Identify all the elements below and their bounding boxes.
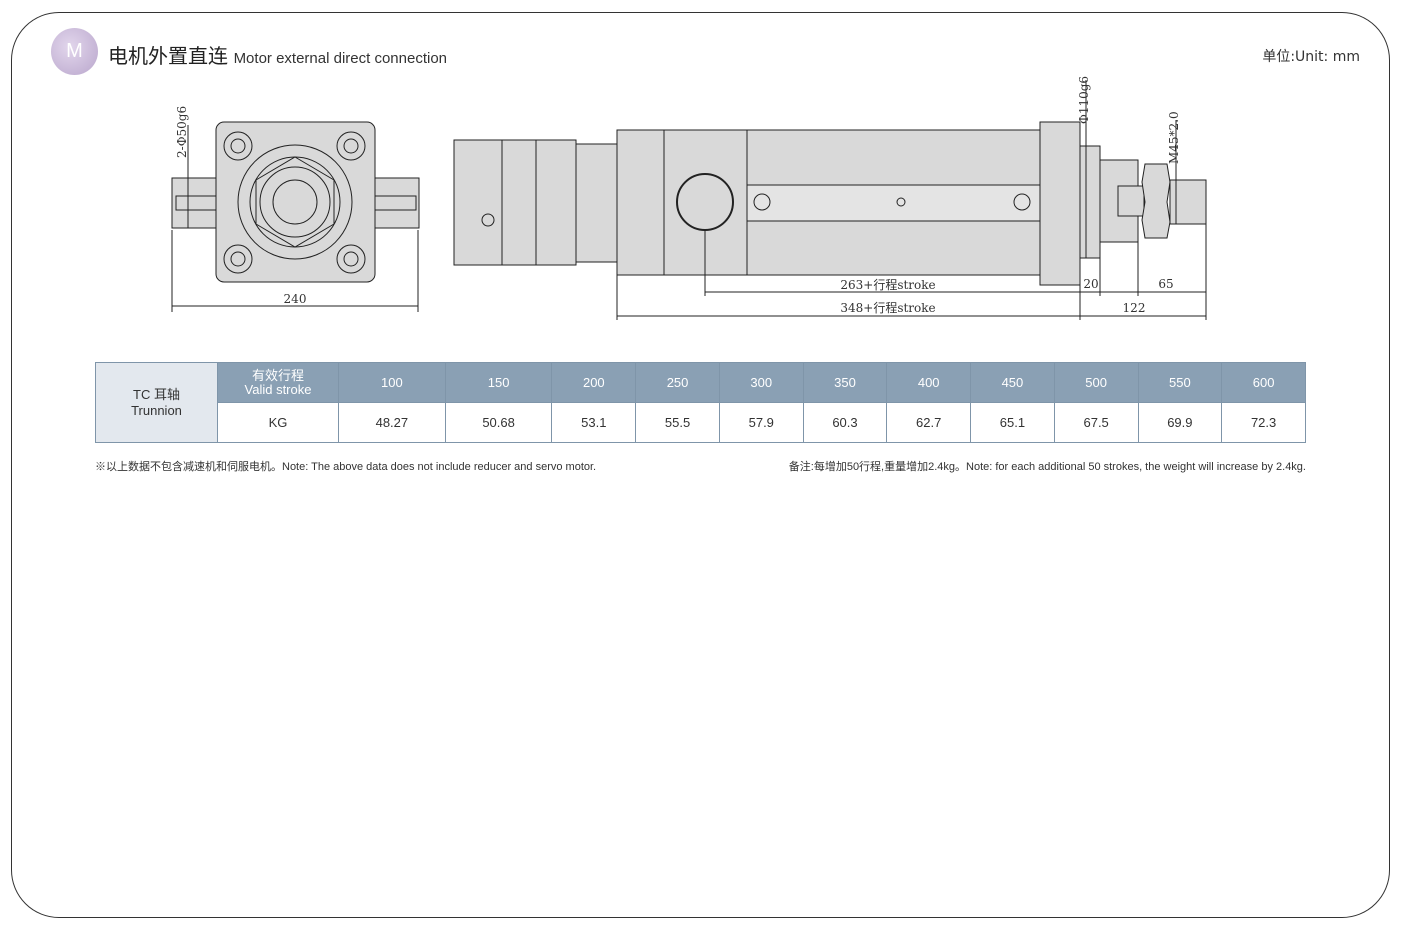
model-en: Trunnion	[131, 402, 182, 418]
dim-20: 20	[1083, 277, 1098, 291]
stroke-cell: 100	[338, 362, 446, 403]
stroke-cn: 有效行程	[251, 367, 304, 383]
dim-348: 348+行程stroke	[840, 300, 935, 315]
technical-drawing: 240 2-Φ50g6 263+行程stroke 348+行程stroke 20…	[171, 76, 1207, 320]
stroke-cell: 550	[1137, 362, 1223, 403]
stroke-cell: 300	[718, 362, 804, 403]
note-right: 备注:每增加50行程,重量增加2.4kg。Note: for each addi…	[788, 461, 1306, 473]
weight-cell: 62.7	[886, 402, 972, 443]
title-cn: 电机外置直连	[108, 46, 228, 68]
unit-label: 单位:Unit: mm	[1262, 49, 1360, 65]
dim-65: 65	[1158, 277, 1173, 291]
stroke-cell: 200	[551, 362, 637, 403]
dim-flange: Φ110g6	[1077, 76, 1091, 124]
weight-cell: 48.27	[338, 402, 446, 443]
weight-cell: 53.1	[551, 402, 637, 443]
weight-cell: 72.3	[1221, 402, 1306, 443]
stroke-cell: 500	[1053, 362, 1139, 403]
dim-122: 122	[1123, 301, 1146, 315]
model-cn: TC 耳轴	[133, 386, 180, 402]
stroke-cell: 450	[970, 362, 1055, 403]
section-title: 电机外置直连 Motor external direct connection	[108, 40, 447, 69]
weight-label: KG	[217, 402, 339, 443]
weight-cell: 69.9	[1137, 402, 1223, 443]
weight-cell: 67.5	[1053, 402, 1139, 443]
dim-thread: M45*2.0	[1167, 111, 1181, 164]
stroke-cell: 400	[886, 362, 972, 403]
weight-cell: 60.3	[802, 402, 888, 443]
page-frame	[11, 12, 1390, 918]
weight-cell: 57.9	[718, 402, 804, 443]
side-view: 263+行程stroke 348+行程stroke 20 65 122 Φ110…	[453, 76, 1207, 320]
stroke-cell: 250	[635, 362, 720, 403]
weight-cell: 65.1	[970, 402, 1055, 443]
note-left: ※以上数据不包含减速机和伺服电机。Note: The above data do…	[95, 461, 597, 473]
stroke-cell: 600	[1221, 362, 1306, 403]
weight-cell: 55.5	[635, 402, 720, 443]
dim-shaft: 2-Φ50g6	[175, 106, 189, 158]
dim-width: 240	[284, 292, 307, 306]
stroke-en: Valid stroke	[244, 381, 312, 397]
end-view: 240 2-Φ50g6	[171, 106, 420, 312]
dim-263: 263+行程stroke	[840, 277, 935, 292]
title-en: Motor external direct connection	[233, 50, 448, 67]
weight-cell: 50.68	[444, 402, 553, 443]
stroke-cell: 150	[444, 362, 553, 403]
stroke-cell: 350	[802, 362, 888, 403]
section-badge: M	[51, 28, 98, 75]
